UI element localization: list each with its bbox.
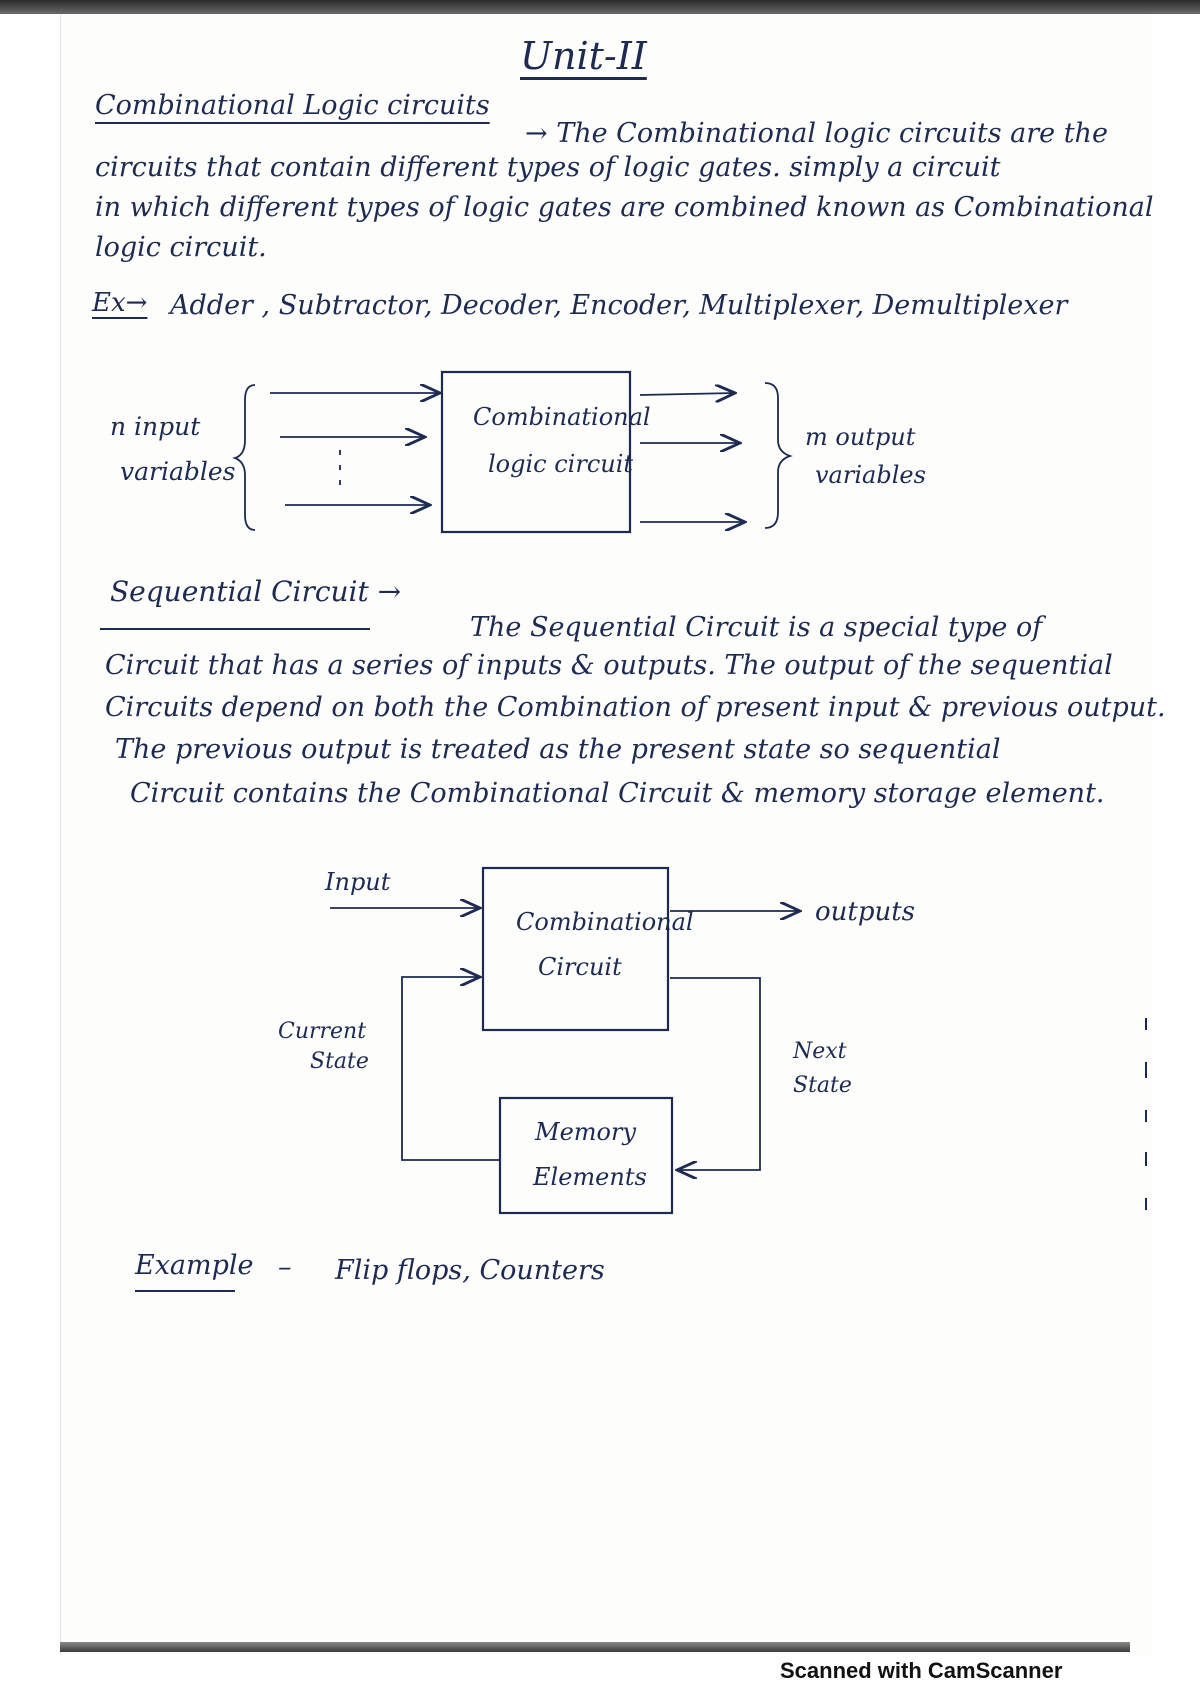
notebook-page <box>60 0 1151 1655</box>
combinational-circuit-box <box>481 866 670 1032</box>
next-state-line <box>670 977 761 1170</box>
combinational-example-text: Adder , Subtractor, Decoder, Encoder, Mu… <box>170 290 1068 321</box>
sequential-text-line-3: Circuits depend on both the Combination … <box>105 692 1166 723</box>
combinational-text-line-2: circuits that contain different types of… <box>95 152 1001 183</box>
combinational-logic-box <box>440 370 632 534</box>
page-title: Unit-II <box>520 34 647 78</box>
combinational-text-line-1: → The Combinational logic circuits are t… <box>525 118 1108 149</box>
current-state-line <box>401 977 500 1161</box>
output-brace <box>764 382 793 529</box>
memory-label-1: Memory <box>534 1118 636 1146</box>
sequential-heading-underline <box>100 628 370 630</box>
input-brace <box>232 384 256 531</box>
next-state-label-1: Next <box>792 1039 847 1064</box>
combinational-text-line-3: in which different types of logic gates … <box>95 192 1154 223</box>
output-variables-label-2: variables <box>815 461 926 489</box>
combinational-circuit-label-1: Combinational <box>516 908 694 936</box>
memory-label-2: Elements <box>532 1163 647 1191</box>
sequential-text-line-1: The Sequential Circuit is a special type… <box>470 612 1043 643</box>
input-label: Input <box>324 868 391 896</box>
example-label: Example <box>135 1250 254 1281</box>
combinational-block-diagram: n input variables Combinational logic ci… <box>110 370 926 534</box>
current-state-label-2: State <box>310 1049 369 1074</box>
combinational-box-label-2: logic circuit <box>488 450 633 478</box>
sequential-text-line-2: Circuit that has a series of inputs & ou… <box>105 650 1113 681</box>
example-text: Flip flops, Counters <box>335 1255 605 1286</box>
combinational-box-label-1: Combinational <box>473 403 651 431</box>
outputs-label: outputs <box>815 897 915 927</box>
scan-top-edge <box>0 0 1200 14</box>
example-underline <box>135 1290 235 1292</box>
combinational-example-label: Ex→ <box>92 288 148 318</box>
combinational-text-line-4: logic circuit. <box>95 232 267 263</box>
camscanner-watermark: Scanned with CamScanner <box>780 1658 1063 1683</box>
sequential-heading: Sequential Circuit → <box>110 575 402 608</box>
memory-elements-box <box>498 1096 674 1215</box>
combinational-heading: Combinational Logic circuits <box>95 90 490 121</box>
sequential-text-line-5: Circuit contains the Combinational Circu… <box>130 778 1105 809</box>
output-variables-label-1: m output <box>805 423 916 451</box>
input-variables-label-1: n input <box>110 412 201 441</box>
input-variables-label-2: variables <box>120 457 236 486</box>
example-dash: – <box>278 1252 292 1283</box>
sequential-block-diagram: Input Combinational Circuit outputs Curr… <box>278 866 915 1215</box>
output-arrow-1 <box>639 393 735 395</box>
current-state-label-1: Current <box>278 1019 366 1044</box>
sequential-text-line-4: The previous output is treated as the pr… <box>115 734 1001 765</box>
combinational-circuit-label-2: Circuit <box>538 953 622 981</box>
scan-bottom-edge <box>60 1642 1130 1652</box>
next-state-label-2: State <box>793 1073 852 1098</box>
